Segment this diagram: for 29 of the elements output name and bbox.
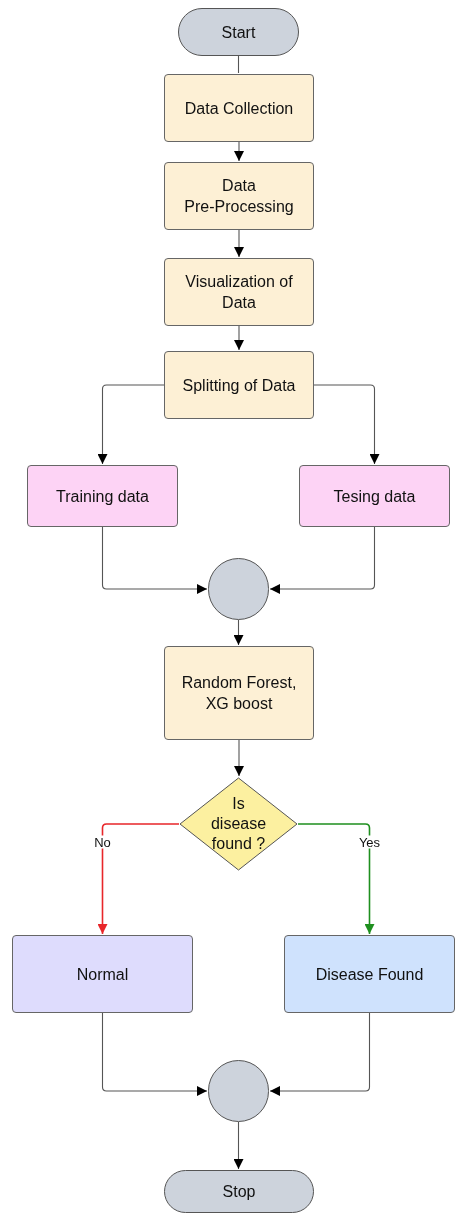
connector-arrow [101,526,208,594]
process-box: Data Pre-Processing [164,162,314,230]
edge-label: No [93,835,112,849]
edge-label: Yes [357,835,382,849]
connector-arrow [234,739,244,777]
connector-arrow [233,1121,244,1170]
decision-diamond [179,777,298,871]
process-box: Data Collection [164,74,314,142]
terminal-pill: Start [178,8,299,56]
decision-text: Is disease found ? [209,794,268,854]
process-box: Disease Found [284,935,455,1013]
process-box: Normal [12,935,193,1013]
connector-arrow [269,526,376,594]
process-box: Visualization of Data [164,258,314,326]
connector-arrow [233,619,244,646]
connector-arrow [313,384,380,465]
connector-arrow [234,229,244,258]
process-box: Training data [27,465,178,527]
process-box: Random Forest, XG boost [164,646,314,740]
connector-arrow [297,823,375,935]
connector-arrow [269,1012,371,1096]
connector-arrow [234,325,244,351]
connector-arrow [97,384,165,465]
connector-arrow [97,823,180,935]
process-box: Splitting of Data [164,351,314,419]
terminal-pill: Stop [164,1170,314,1213]
connector-arrow [101,1012,208,1096]
connector-arrow [234,141,244,162]
process-box: Tesing data [299,465,450,527]
